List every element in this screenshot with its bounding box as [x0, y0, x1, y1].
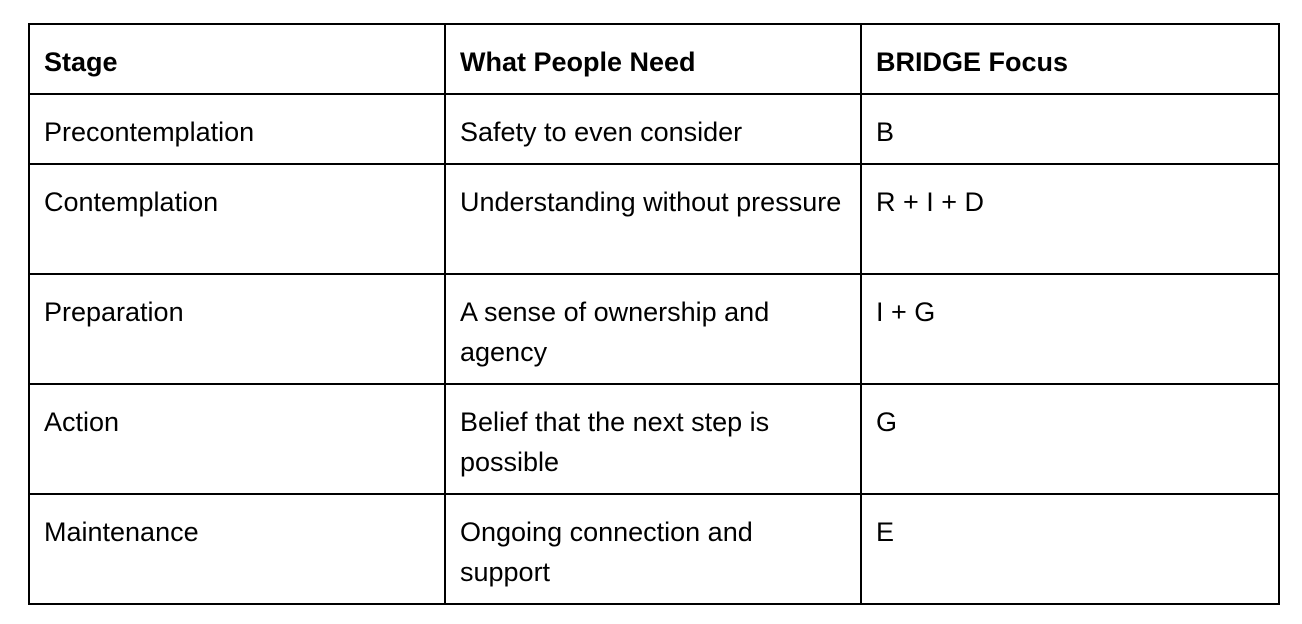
cell-stage: Precontemplation — [28, 93, 446, 165]
header-row: Stage What People Need BRIDGE Focus — [28, 23, 1280, 95]
header-need: What People Need — [444, 23, 862, 95]
table-row: Precontemplation Safety to even consider… — [28, 93, 1280, 165]
cell-need: A sense of ownership and agency — [444, 273, 862, 385]
cell-focus: I + G — [860, 273, 1280, 385]
cell-stage: Maintenance — [28, 493, 446, 605]
cell-focus: B — [860, 93, 1280, 165]
cell-stage: Action — [28, 383, 446, 495]
cell-focus: G — [860, 383, 1280, 495]
table-row: Contemplation Understanding without pres… — [28, 163, 1280, 275]
cell-need: Safety to even consider — [444, 93, 862, 165]
header-focus: BRIDGE Focus — [860, 23, 1280, 95]
cell-stage: Preparation — [28, 273, 446, 385]
cell-stage: Contemplation — [28, 163, 446, 275]
stage-table: Stage What People Need BRIDGE Focus Prec… — [28, 23, 1280, 605]
cell-need: Belief that the next step is possible — [444, 383, 862, 495]
cell-need: Ongoing connection and support — [444, 493, 862, 605]
table-row: Action Belief that the next step is poss… — [28, 383, 1280, 495]
cell-focus: R + I + D — [860, 163, 1280, 275]
header-stage: Stage — [28, 23, 446, 95]
cell-need: Understanding without pressure — [444, 163, 862, 275]
table-row: Maintenance Ongoing connection and suppo… — [28, 493, 1280, 605]
cell-focus: E — [860, 493, 1280, 605]
table-row: Preparation A sense of ownership and age… — [28, 273, 1280, 385]
